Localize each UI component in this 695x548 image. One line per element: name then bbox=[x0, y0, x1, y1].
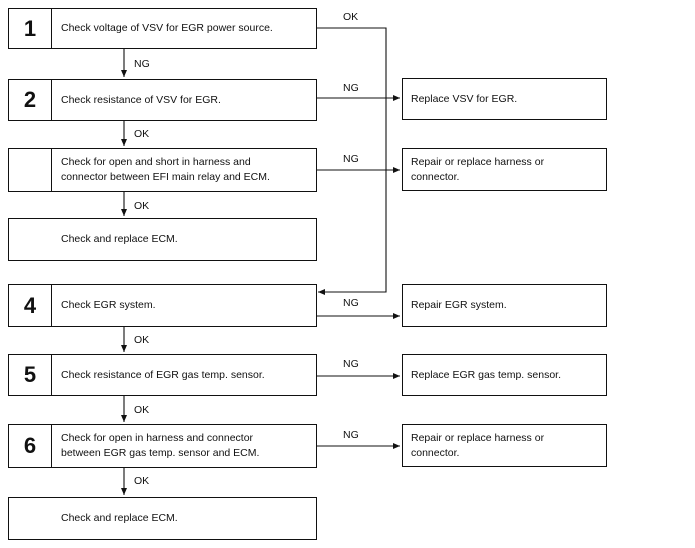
action-replace-sensor-box: Replace EGR gas temp. sensor. bbox=[402, 354, 607, 396]
action-text: Replace EGR gas temp. sensor. bbox=[411, 368, 561, 381]
ng-label: NG bbox=[134, 58, 150, 70]
step-text: Check voltage of VSV for EGR power sourc… bbox=[61, 22, 273, 34]
action-text: Repair or replace harness or connector. bbox=[411, 155, 545, 183]
ok-label: OK bbox=[343, 11, 359, 23]
ok-label: OK bbox=[134, 128, 150, 140]
step-3-box: Check for open and short in harness and … bbox=[8, 148, 317, 192]
step-number: 5 bbox=[9, 355, 52, 395]
step-4-box: 4 Check EGR system. bbox=[8, 284, 317, 327]
step-text: Check for open and short in harness and … bbox=[61, 156, 270, 183]
action-repair-egr-box: Repair EGR system. bbox=[402, 284, 607, 327]
action-text: Replace VSV for EGR. bbox=[411, 92, 518, 105]
ng-label: NG bbox=[343, 358, 359, 370]
step-2-box: 2 Check resistance of VSV for EGR. bbox=[8, 79, 317, 121]
action-repair-harness-2-box: Repair or replace harness or connector. bbox=[402, 424, 607, 467]
step-1-box: 1 Check voltage of VSV for EGR power sou… bbox=[8, 8, 317, 49]
step-number: 6 bbox=[9, 425, 52, 467]
step-text: Check resistance of VSV for EGR. bbox=[61, 93, 221, 106]
step-5-box: 5 Check resistance of EGR gas temp. sens… bbox=[8, 354, 317, 396]
action-replace-vsv-box: Replace VSV for EGR. bbox=[402, 78, 607, 120]
ng-label: NG bbox=[343, 153, 359, 165]
step-text: Check resistance of EGR gas temp. sensor… bbox=[61, 368, 265, 381]
step-ecm-box: Check and replace ECM. bbox=[8, 218, 317, 261]
step-text: Check for open in harness and connector … bbox=[61, 432, 260, 459]
action-repair-harness-box: Repair or replace harness or connector. bbox=[402, 148, 607, 191]
ok-label: OK bbox=[134, 404, 150, 416]
step-number: 4 bbox=[9, 285, 52, 326]
ok-label: OK bbox=[134, 475, 150, 487]
step-number: 1 bbox=[9, 9, 52, 48]
step-text: Check and replace ECM. bbox=[61, 233, 178, 245]
action-text: Repair EGR system. bbox=[411, 299, 507, 311]
ng-label: NG bbox=[343, 429, 359, 441]
ok-label: OK bbox=[134, 200, 150, 212]
step-6-box: 6 Check for open in harness and connecto… bbox=[8, 424, 317, 468]
step-final-ecm-box: Check and replace ECM. bbox=[8, 497, 317, 540]
step-number bbox=[9, 149, 52, 191]
step-text: Check EGR system. bbox=[61, 299, 156, 311]
step-number: 2 bbox=[9, 80, 52, 120]
action-text: Repair or replace harness or connector. bbox=[411, 431, 545, 459]
step-text: Check and replace ECM. bbox=[61, 512, 178, 524]
ng-label: NG bbox=[343, 82, 359, 94]
ng-label: NG bbox=[343, 297, 359, 309]
ok-label: OK bbox=[134, 334, 150, 346]
